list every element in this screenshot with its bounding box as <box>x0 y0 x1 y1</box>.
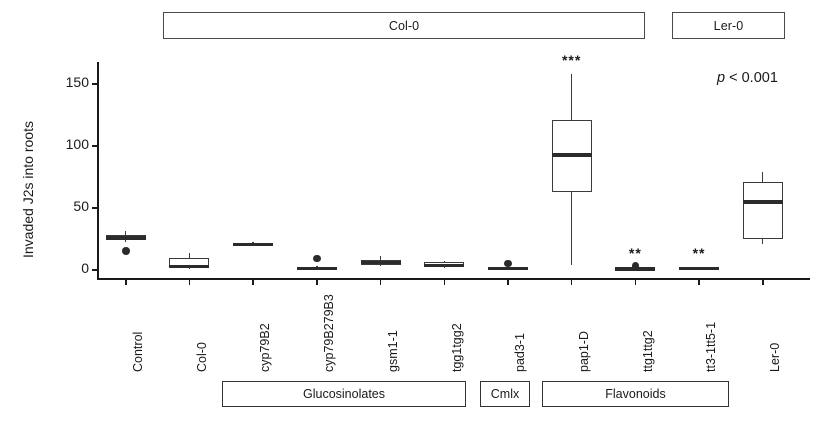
boxplot-lower-whisker <box>188 267 191 269</box>
boxplot-median-line <box>105 236 146 240</box>
boxplot-outlier-point <box>631 262 640 271</box>
boxplot-upper-whisker <box>762 172 764 183</box>
x-axis-tick <box>316 279 318 285</box>
boxplot-box <box>742 182 783 240</box>
x-axis-tick <box>188 279 191 285</box>
y-axis-tick <box>92 207 97 209</box>
significance-label: *** <box>561 52 582 69</box>
boxplot-lower-whisker <box>762 239 764 245</box>
x-axis-tick-label: pad3-1 <box>513 333 528 372</box>
boxplot-upper-whisker <box>125 230 127 235</box>
boxplot-median-line <box>679 266 720 271</box>
x-axis-tick <box>507 279 509 285</box>
boxplot-median-line <box>424 263 465 267</box>
boxplot-median-line <box>296 266 337 270</box>
boxplot-upper-whisker <box>443 260 445 263</box>
x-axis-tick-label: tgg1tgg2 <box>449 323 464 372</box>
group-box-cmlx: Cmlx <box>480 381 530 407</box>
x-axis-tick <box>762 279 764 285</box>
boxplot-upper-whisker <box>188 252 191 259</box>
p-symbol: p <box>717 70 726 86</box>
y-axis-tick <box>92 269 97 271</box>
y-axis-tick <box>92 83 97 85</box>
x-axis-tick <box>443 279 445 285</box>
boxplot-upper-whisker <box>379 255 382 260</box>
facet-strip-ler0-label: Ler-0 <box>713 18 744 33</box>
x-axis-tick-label: ttg1ttg2 <box>640 330 655 372</box>
y-axis-line <box>97 62 99 278</box>
boxplot-outlier-point <box>121 247 130 255</box>
x-axis-line <box>97 278 810 280</box>
group-box-glucosinolates: Glucosinolates <box>222 381 466 407</box>
facet-strip-col0: Col-0 <box>163 12 645 39</box>
boxplot-median-line <box>360 260 401 264</box>
y-axis-label: Invaded J2s into roots <box>20 121 36 258</box>
boxplot-lower-whisker <box>443 267 445 268</box>
boxplot-upper-whisker <box>570 74 573 121</box>
group-box-cmlx-label: Cmlx <box>490 387 520 401</box>
group-box-glucosinolates-label: Glucosinolates <box>303 387 385 401</box>
x-axis-tick <box>379 279 382 285</box>
boxplot-median-line <box>742 200 783 204</box>
group-box-flavonoids-label: Flavonoids <box>605 387 666 401</box>
x-axis-tick-label: cyp79B2 <box>258 323 273 372</box>
y-axis-tick-label: 150 <box>65 74 89 90</box>
y-axis-tick-label: 100 <box>65 136 89 152</box>
boxplot-lower-whisker <box>379 264 382 266</box>
x-axis-tick <box>698 279 700 285</box>
boxplot-median-line <box>233 242 274 246</box>
x-axis-tick <box>252 279 254 285</box>
boxplot-lower-whisker <box>125 239 127 242</box>
significance-label: ** <box>628 245 642 262</box>
y-axis-tick-label: 50 <box>73 198 89 214</box>
p-value-text: < 0.001 <box>725 70 778 86</box>
x-axis-tick-label: Control <box>131 331 145 372</box>
boxplot-outlier-point <box>504 259 512 268</box>
group-box-flavonoids: Flavonoids <box>542 381 729 407</box>
x-axis-tick <box>570 279 573 285</box>
x-axis-tick-label: gsm1-1 <box>385 330 400 372</box>
boxplot-median-line <box>487 267 528 271</box>
boxplot-lower-whisker <box>570 192 573 266</box>
x-axis-tick-label: Col-0 <box>194 342 209 372</box>
significance-label: ** <box>692 244 706 261</box>
x-axis-tick-label: pap1-D <box>576 331 591 372</box>
boxplot-median-line <box>551 153 592 157</box>
y-axis-tick <box>92 145 97 147</box>
p-value-annotation: p < 0.001 <box>717 70 778 86</box>
facet-strip-col0-label: Col-0 <box>388 18 420 33</box>
x-axis-tick-label: tt3-1tt5-1 <box>704 321 719 372</box>
x-axis-tick <box>125 279 127 285</box>
boxplot-upper-whisker <box>252 242 254 243</box>
boxplot-median-line <box>169 264 210 268</box>
facet-strip-ler0: Ler-0 <box>672 12 785 39</box>
x-axis-tick-label: cyp79B279B3 <box>322 294 337 372</box>
boxplot-outlier-point <box>313 254 321 263</box>
x-axis-tick <box>634 279 637 285</box>
y-axis-tick-label: 0 <box>81 260 89 276</box>
x-axis-tick-label: Ler-0 <box>768 342 782 372</box>
